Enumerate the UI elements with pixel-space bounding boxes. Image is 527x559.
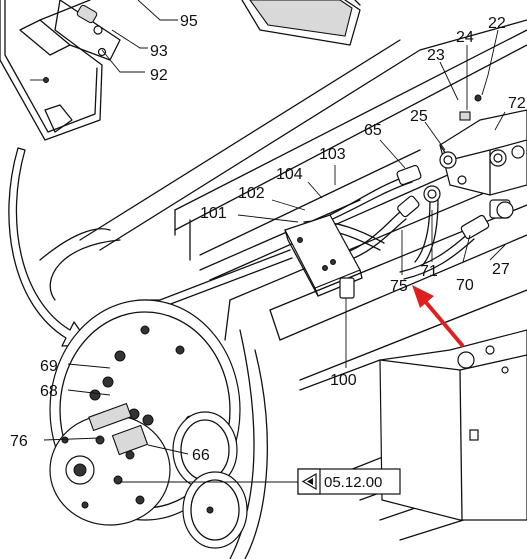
leader-lines (43, 0, 506, 483)
label-22: 22 (488, 15, 506, 32)
control-valve-block (439, 94, 527, 196)
label-24: 24 (456, 29, 474, 46)
label-100: 100 (330, 372, 357, 389)
motion-arrow (8, 147, 91, 347)
label-92: 92 (150, 67, 168, 84)
label-102: 102 (238, 185, 265, 202)
label-23: 23 (427, 47, 445, 64)
label-104: 104 (276, 166, 303, 183)
label-66: 66 (192, 447, 210, 464)
label-101: 101 (200, 205, 227, 222)
label-69: 69 (40, 358, 58, 375)
label-95: 95 (180, 13, 198, 30)
reference-box-text: 05.12.00 (324, 474, 382, 491)
hydraulic-hoses (119, 164, 514, 409)
hatched-symbol (241, 0, 361, 46)
label-27: 27 (492, 261, 510, 278)
pump-assembly (49, 299, 248, 549)
part-numbers: 95 93 92 22 24 23 72 25 65 103 104 102 1… (10, 13, 526, 464)
label-65: 65 (364, 122, 382, 139)
bracket-plate-detail (0, 0, 121, 141)
reference-box[interactable]: 05.12.00 (297, 468, 401, 495)
label-72: 72 (508, 95, 526, 112)
label-75: 75 (390, 278, 408, 295)
label-103: 103 (319, 146, 346, 163)
label-25: 25 (410, 108, 428, 125)
label-70: 70 (456, 277, 474, 294)
label-71: 71 (420, 263, 438, 280)
label-68: 68 (40, 383, 58, 400)
tank-housing (379, 329, 527, 521)
valve-manifold (284, 214, 363, 299)
label-76: 76 (10, 433, 28, 450)
label-93: 93 (150, 43, 168, 60)
page-reference-icon (301, 472, 317, 491)
red-indicator-arrow (412, 285, 464, 347)
